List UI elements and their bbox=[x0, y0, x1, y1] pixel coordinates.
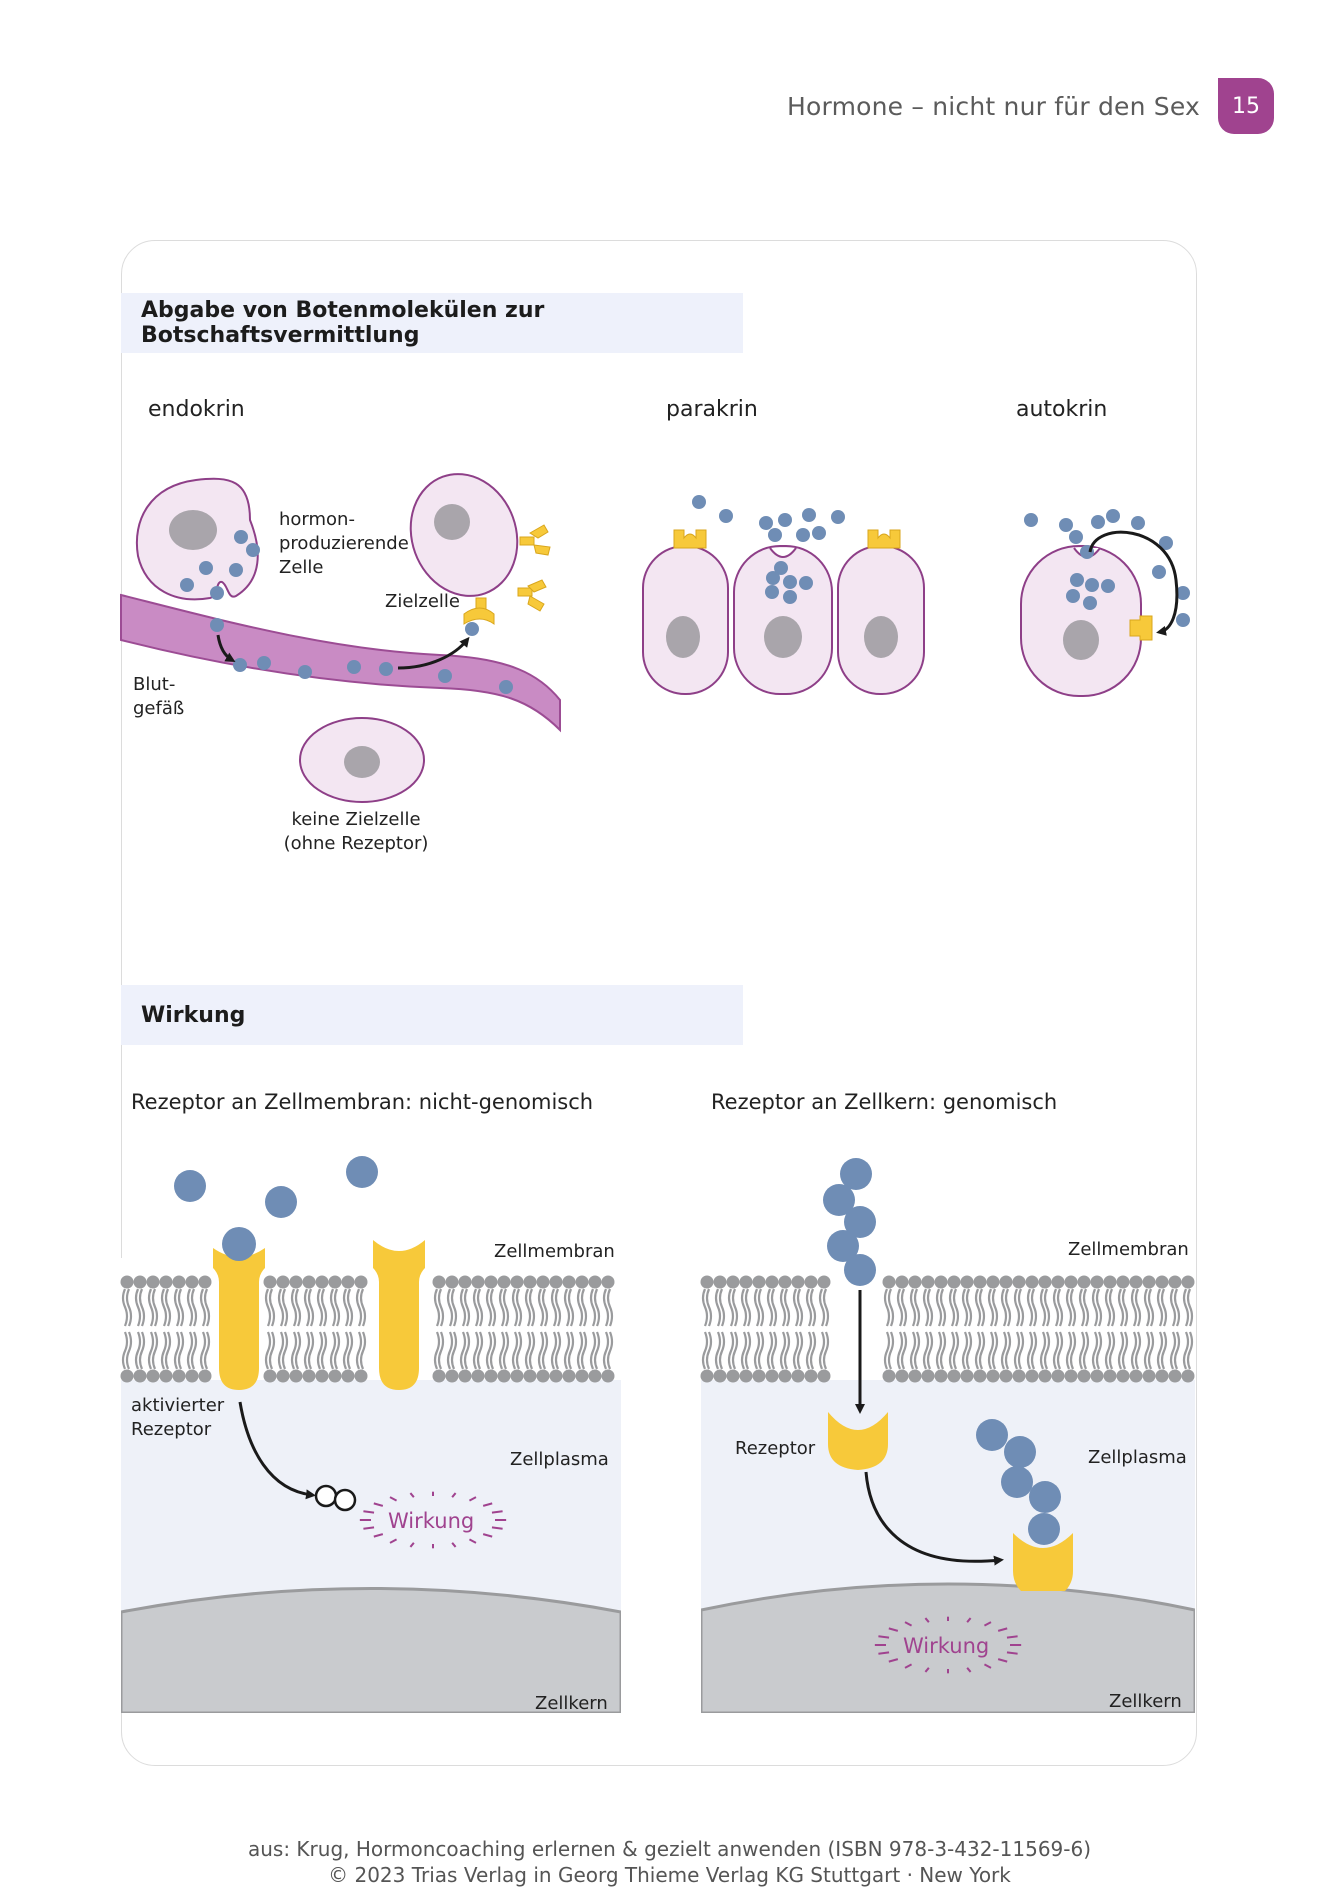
running-head: Hormone – nicht nur für den Sex bbox=[700, 90, 1200, 121]
blood-vessel bbox=[120, 593, 561, 733]
autokrin-diagram bbox=[1020, 509, 1190, 697]
label-producing-cell: hormon- produzierende Zelle bbox=[279, 508, 409, 580]
label-producing-line2: produzierende bbox=[279, 533, 409, 554]
running-head-title: Hormone – nicht nur für den Sex bbox=[787, 91, 1200, 121]
left-label-effect: Wirkung bbox=[388, 1509, 475, 1533]
label-no-target-line1: keine Zielzelle bbox=[291, 809, 421, 830]
autokrin-title: autokrin bbox=[1016, 397, 1108, 422]
label-blood-vessel: Blut- gefäß bbox=[133, 673, 184, 721]
label-no-target-line2: (ohne Rezeptor) bbox=[283, 833, 429, 854]
left-label-membrane: Zellmembran bbox=[494, 1241, 615, 1262]
section-heading-effect: Wirkung bbox=[121, 985, 743, 1045]
genomic-title: Rezeptor an Zellkern: genomisch bbox=[711, 1090, 1058, 1114]
nongenomic-panel bbox=[121, 1258, 621, 1713]
nongenomic-title: Rezeptor an Zellmembran: nicht-genomisch bbox=[131, 1090, 594, 1114]
label-producing-line1: hormon- bbox=[279, 509, 355, 530]
right-label-nucleus: Zellkern bbox=[1109, 1691, 1182, 1712]
left-label-plasma: Zellplasma bbox=[510, 1449, 609, 1470]
label-blood-line2: gefäß bbox=[133, 698, 185, 719]
right-label-effect: Wirkung bbox=[903, 1634, 990, 1658]
label-activated-line1: aktivierter bbox=[131, 1395, 225, 1416]
label-activated-line2: Rezeptor bbox=[131, 1419, 212, 1440]
right-label-membrane: Zellmembran bbox=[1068, 1239, 1189, 1260]
right-label-plasma: Zellplasma bbox=[1088, 1447, 1187, 1468]
endokrin-title: endokrin bbox=[148, 397, 245, 422]
genomic-receptors bbox=[823, 1158, 1073, 1674]
left-label-nucleus: Zellkern bbox=[535, 1693, 608, 1714]
producing-cell-nucleus bbox=[169, 510, 217, 550]
parakrin-title: parakrin bbox=[666, 397, 758, 422]
nongenomic-receptors bbox=[174, 1156, 507, 1549]
label-target-cell: Zielzelle bbox=[385, 591, 461, 612]
section-heading-release: Abgabe von Botenmolekülen zur Botschafts… bbox=[121, 293, 743, 353]
membrane-lipids bbox=[120, 1275, 1195, 1383]
footer-line2: © 2023 Trias Verlag in Georg Thieme Verl… bbox=[328, 1863, 1011, 1887]
page-number-badge: 15 bbox=[1218, 78, 1274, 134]
endokrin-diagram bbox=[120, 473, 561, 803]
label-blood-line1: Blut- bbox=[133, 674, 176, 695]
label-producing-line3: Zelle bbox=[279, 557, 324, 578]
parakrin-diagram bbox=[642, 495, 925, 695]
footer-credit: aus: Krug, Hormoncoaching erlernen & gez… bbox=[0, 1836, 1339, 1888]
footer-line1: aus: Krug, Hormoncoaching erlernen & gez… bbox=[247, 1837, 1092, 1861]
right-label-receptor: Rezeptor bbox=[735, 1438, 816, 1459]
label-non-target-cell: keine Zielzelle (ohne Rezeptor) bbox=[276, 808, 436, 856]
left-label-activated-receptor: aktivierter Rezeptor bbox=[131, 1394, 224, 1442]
